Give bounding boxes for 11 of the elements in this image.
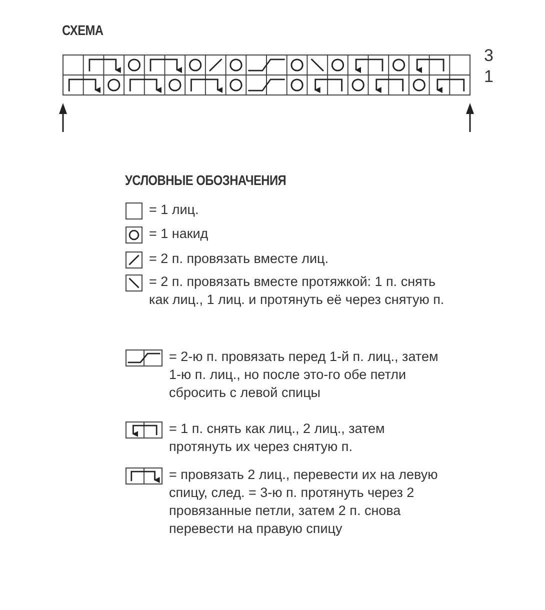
legend-text: = 1 накид	[149, 225, 210, 243]
row-number: 1	[484, 67, 494, 87]
legend-text: = 2 п. провязать вместе протяжкой: 1 п. снять как лиц., 1 лиц. и протянуть её через снятую п.	[149, 273, 446, 309]
legend-text: = 1 лиц.	[149, 201, 200, 219]
chart-heading: СХЕМА	[62, 22, 104, 38]
legend-text: = 1 п. снять как лиц., 2 лиц., затем протянуть их через снятую п.	[169, 420, 386, 456]
legend-text: = провязать 2 лиц., перевести их на левую спицу, след. = 3-ю п. протянуть через 2 провязанные петли, затем 2 п. снова перевести на правую спицу	[169, 466, 439, 538]
row-number: 3	[484, 46, 494, 66]
legend-heading: УСЛОВНЫЕ ОБОЗНАЧЕНИЯ	[125, 172, 286, 188]
legend-text: = 2-ю п. провязать перед 1-й п. лиц., затем 1-ю п. лиц., но после это-го обе петли сбросить с левой спицы	[169, 348, 439, 402]
legend-text: = 2 п. провязать вместе лиц.	[149, 250, 330, 268]
